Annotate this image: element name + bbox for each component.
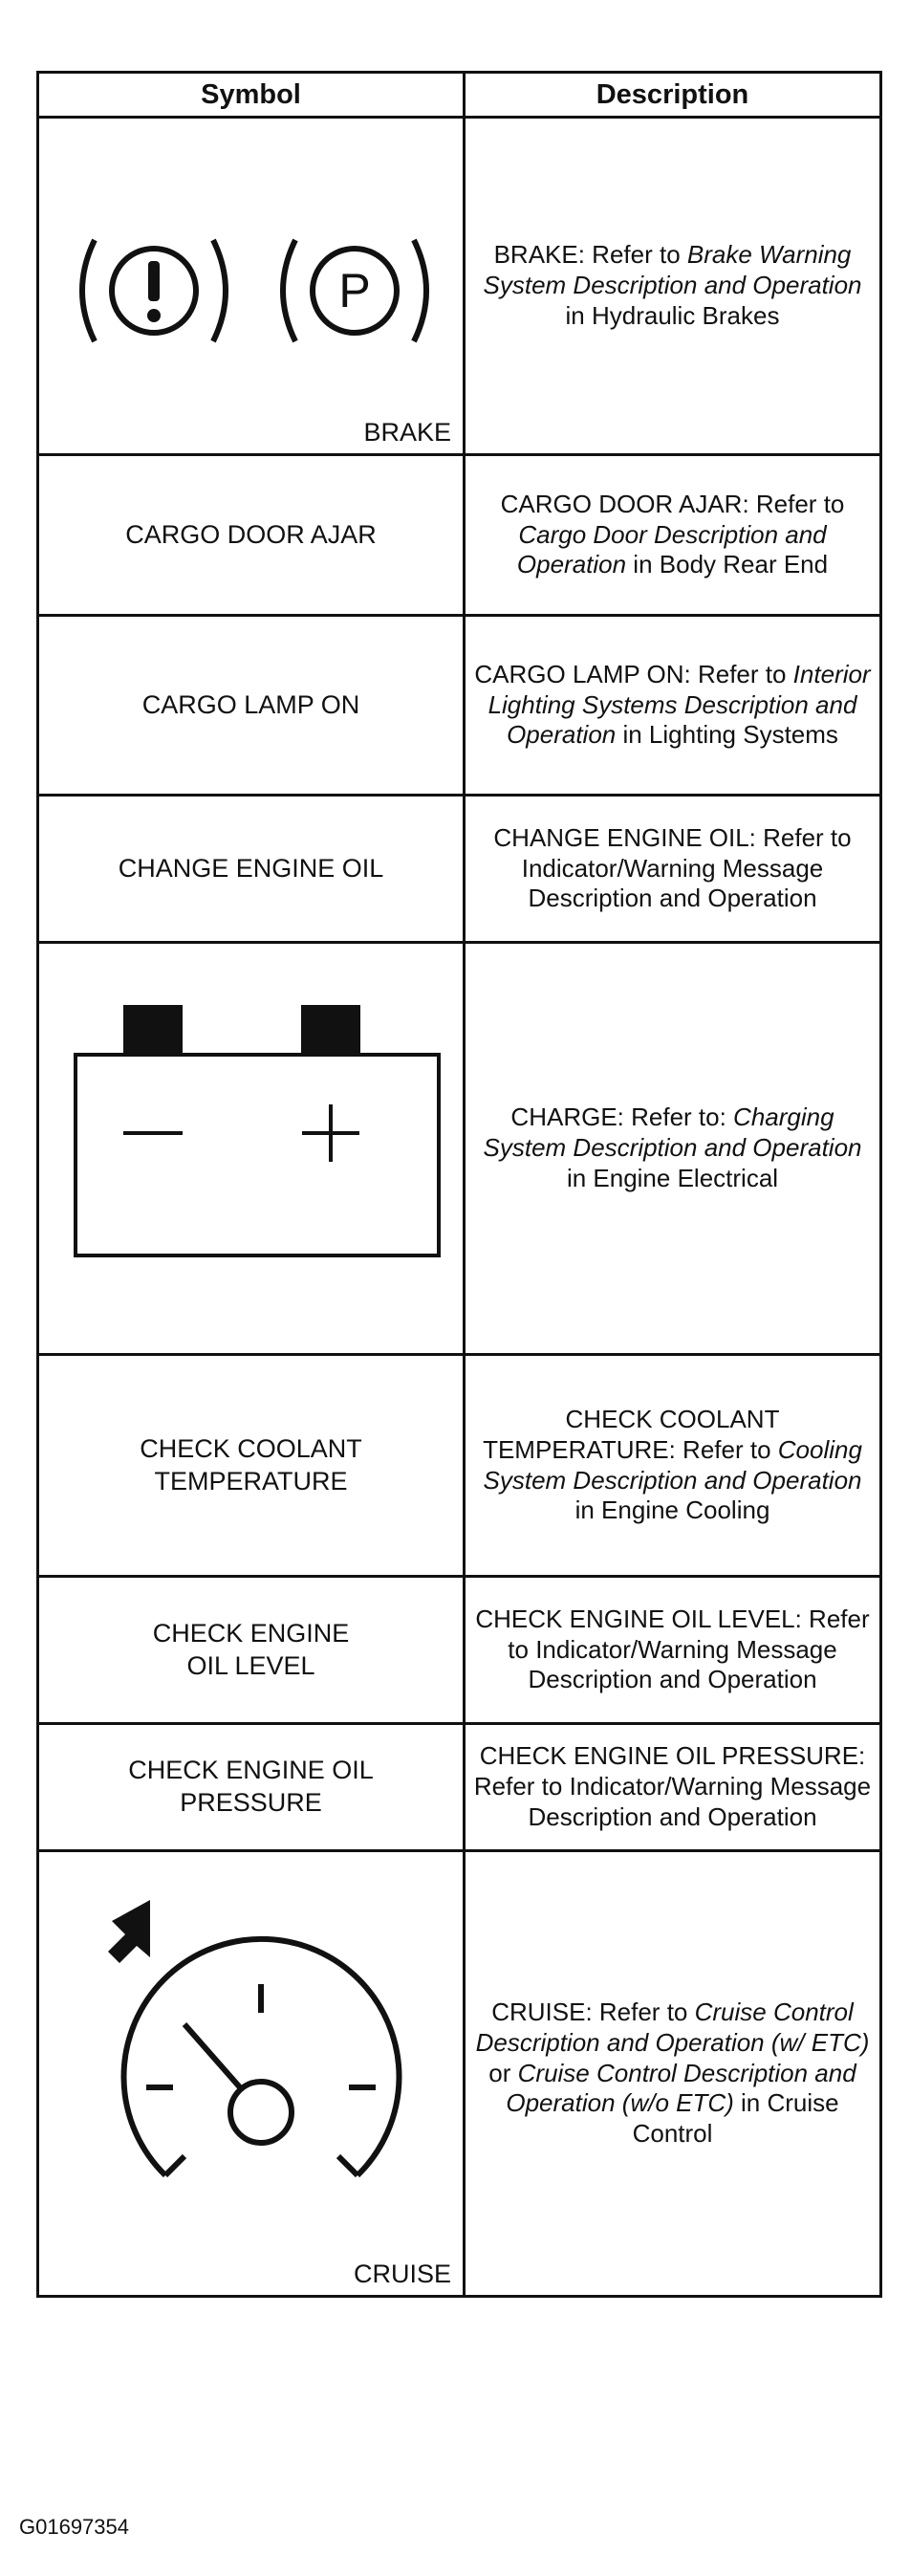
description-cell-cargo-lamp: CARGO LAMP ON: Refer to Interior Lightin… bbox=[466, 617, 879, 794]
description-cruise: CRUISE: Refer to Cruise Control Descript… bbox=[466, 1997, 879, 2150]
desc-reference: Cooling System Description and Operation bbox=[483, 1434, 862, 1495]
symbol-cell-brake: P BRAKE bbox=[39, 119, 466, 453]
desc-text: CHARGE: Refer to: bbox=[510, 1102, 734, 1132]
description-cell-oil-level: CHECK ENGINE OIL LEVEL: Refer to Indicat… bbox=[466, 1578, 879, 1722]
desc-text: in Body Rear End bbox=[626, 550, 829, 579]
desc-text: BRAKE: Refer to bbox=[493, 240, 687, 270]
table-row: CHECK ENGINE OIL LEVEL CHECK ENGINE OIL … bbox=[39, 1575, 879, 1722]
table-row: P BRAKE BRAKE: Refer to Brake Warning Sy… bbox=[39, 116, 879, 453]
symbol-cell-oil-level: CHECK ENGINE OIL LEVEL bbox=[39, 1578, 466, 1722]
table-row: CARGO DOOR AJAR CARGO DOOR AJAR: Refer t… bbox=[39, 453, 879, 614]
desc-reference: Cargo Door Description and Operation bbox=[516, 519, 827, 579]
desc-text: CRUISE: Refer to bbox=[491, 1997, 695, 2027]
indicator-table: Symbol Description P BRAKE BRAKE: Refer … bbox=[36, 71, 882, 2298]
table-row: CRUISE CRUISE: Refer to Cruise Control D… bbox=[39, 1849, 879, 2295]
desc-text: CARGO LAMP ON: Refer to bbox=[474, 659, 793, 688]
symbol-cell-charge bbox=[39, 944, 466, 1353]
description-oil-level: CHECK ENGINE OIL LEVEL: Refer to Indicat… bbox=[475, 1604, 870, 1694]
desc-text: in Engine Cooling bbox=[574, 1495, 770, 1525]
description-oil-pressure: CHECK ENGINE OIL PRESSURE: Refer to Indi… bbox=[473, 1741, 872, 1831]
symbol-cell-oil-pressure: CHECK ENGINE OIL PRESSURE bbox=[39, 1725, 466, 1849]
table-row: CHARGE: Refer to: Charging System Descri… bbox=[39, 941, 879, 1353]
description-cell-change-oil: CHANGE ENGINE OIL: Refer to Indicator/Wa… bbox=[466, 797, 879, 941]
brake-warning-icon bbox=[79, 238, 228, 343]
description-coolant: CHECK COOLANT TEMPERATURE: Refer to Cool… bbox=[466, 1405, 879, 1526]
description-charge: CHARGE: Refer to: Charging System Descri… bbox=[466, 1102, 879, 1193]
desc-text: in Hydraulic Brakes bbox=[565, 300, 780, 330]
desc-reference: Charging System Description and Operatio… bbox=[483, 1102, 862, 1163]
header-description: Description bbox=[596, 78, 749, 110]
symbol-label: CARGO DOOR AJAR bbox=[125, 519, 377, 549]
parking-brake-icon: P bbox=[280, 238, 429, 343]
description-brake: BRAKE: Refer to Brake Warning System Des… bbox=[466, 240, 879, 331]
symbol-label: CHECK ENGINE OIL LEVEL bbox=[153, 1618, 350, 1683]
desc-reference: Interior Lighting Systems Description an… bbox=[488, 659, 871, 750]
desc-reference: Cruise Control Description and Operation… bbox=[506, 2058, 856, 2118]
description-cell-coolant: CHECK COOLANT TEMPERATURE: Refer to Cool… bbox=[466, 1356, 879, 1575]
symbol-label-line: CHECK ENGINE bbox=[152, 1618, 350, 1648]
description-cell-oil-pressure: CHECK ENGINE OIL PRESSURE: Refer to Indi… bbox=[466, 1725, 879, 1849]
table-row: CHANGE ENGINE OIL CHANGE ENGINE OIL: Ref… bbox=[39, 794, 879, 941]
desc-reference: Cruise Control Description and Operation… bbox=[475, 1997, 870, 2057]
symbol-label-line: CHECK COOLANT bbox=[140, 1433, 362, 1463]
description-cell-brake: BRAKE: Refer to Brake Warning System Des… bbox=[466, 119, 879, 453]
cruise-control-icon bbox=[108, 1900, 402, 2178]
description-cell-cargo-door: CARGO DOOR AJAR: Refer to Cargo Door Des… bbox=[466, 456, 879, 614]
table-row: CHECK COOLANT TEMPERATURE CHECK COOLANT … bbox=[39, 1353, 879, 1575]
symbol-label: CHECK ENGINE OIL PRESSURE bbox=[128, 1755, 374, 1820]
symbol-cell-cruise: CRUISE bbox=[39, 1852, 466, 2295]
symbol-cell-cargo-door: CARGO DOOR AJAR bbox=[39, 456, 466, 614]
desc-text: in Engine Electrical bbox=[566, 1163, 779, 1192]
symbol-label-line: PRESSURE bbox=[180, 1788, 322, 1817]
symbol-cell-cargo-lamp: CARGO LAMP ON bbox=[39, 617, 466, 794]
table-header: Symbol Description bbox=[39, 74, 879, 116]
desc-text: or bbox=[488, 2058, 518, 2087]
desc-text: in Lighting Systems bbox=[616, 720, 838, 750]
symbol-label-line: OIL LEVEL bbox=[186, 1650, 315, 1680]
symbol-label: CHANGE ENGINE OIL bbox=[118, 853, 384, 883]
symbol-cell-change-oil: CHANGE ENGINE OIL bbox=[39, 797, 466, 941]
symbol-cell-coolant: CHECK COOLANT TEMPERATURE bbox=[39, 1356, 466, 1575]
table-row: CARGO LAMP ON CARGO LAMP ON: Refer to In… bbox=[39, 614, 879, 794]
figure-id: G01697354 bbox=[19, 2515, 129, 2539]
desc-text: CHECK COOLANT TEMPERATURE: Refer to bbox=[483, 1405, 780, 1464]
desc-text: in Cruise Control bbox=[632, 2088, 839, 2149]
symbol-label-line: CHECK ENGINE OIL bbox=[128, 1756, 374, 1785]
parking-brake-letter: P bbox=[338, 264, 370, 317]
symbol-label-line: TEMPERATURE bbox=[154, 1466, 348, 1495]
description-cell-cruise: CRUISE: Refer to Cruise Control Descript… bbox=[466, 1852, 879, 2295]
description-cargo-door: CARGO DOOR AJAR: Refer to Cargo Door Des… bbox=[466, 490, 879, 580]
description-cell-charge: CHARGE: Refer to: Charging System Descri… bbox=[466, 944, 879, 1353]
description-cargo-lamp: CARGO LAMP ON: Refer to Interior Lightin… bbox=[466, 660, 879, 751]
cruise-symbol-label: CRUISE bbox=[353, 2259, 451, 2288]
desc-text: CARGO DOOR AJAR: Refer to bbox=[500, 489, 845, 518]
symbol-label: CARGO LAMP ON bbox=[141, 689, 360, 719]
description-change-oil: CHANGE ENGINE OIL: Refer to Indicator/Wa… bbox=[493, 822, 852, 913]
desc-reference: Brake Warning System Description and Ope… bbox=[483, 240, 862, 300]
symbol-label: CHECK COOLANT TEMPERATURE bbox=[140, 1433, 362, 1498]
header-symbol: Symbol bbox=[39, 74, 466, 116]
battery-charge-icon bbox=[74, 1005, 441, 1257]
cruise-arrow-icon bbox=[108, 1900, 150, 1963]
brake-symbol-label: BRAKE bbox=[363, 418, 451, 447]
table-row: CHECK ENGINE OIL PRESSURE CHECK ENGINE O… bbox=[39, 1722, 879, 1849]
